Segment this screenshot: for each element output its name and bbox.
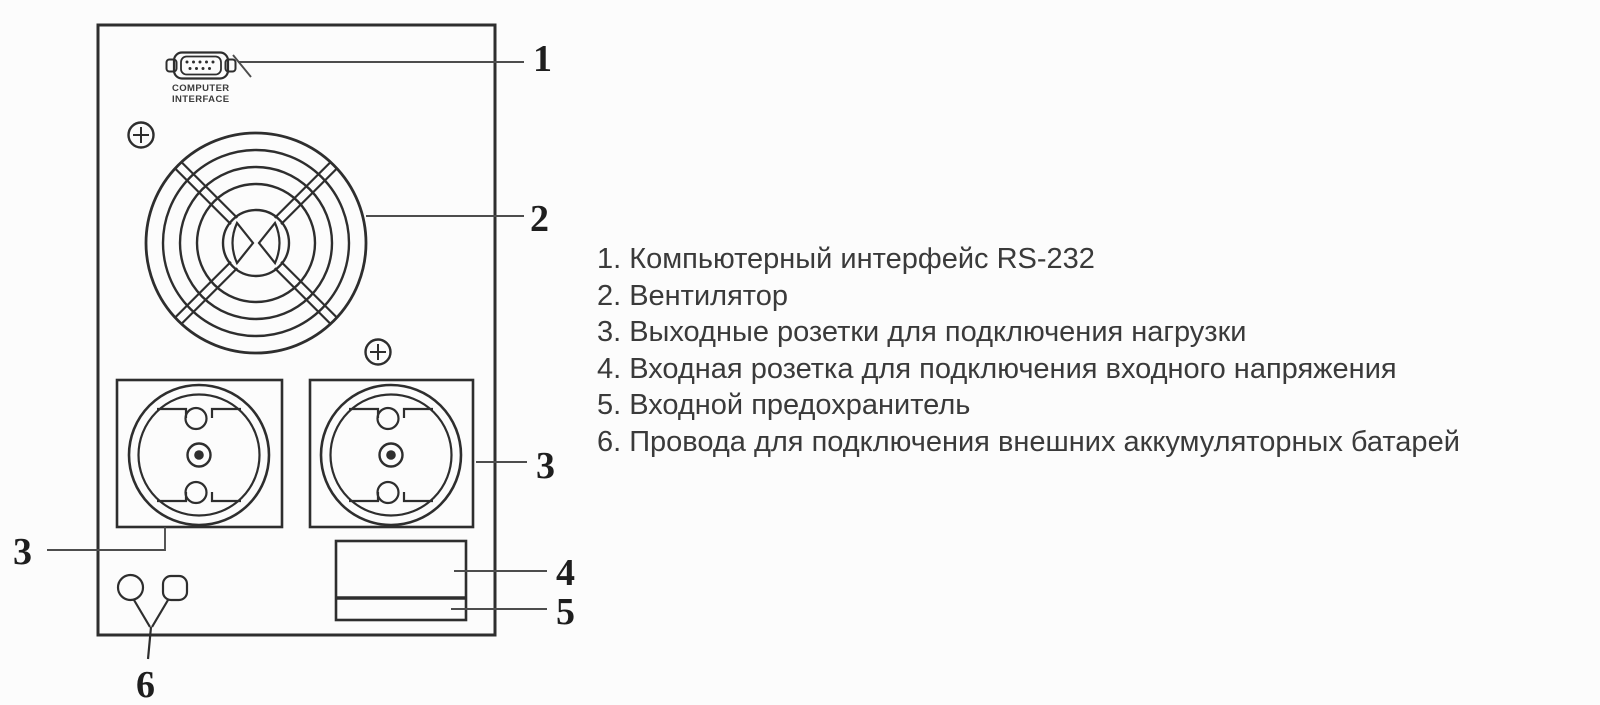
callout-number-3-left: 3 <box>13 531 32 573</box>
callout-number-3-right: 3 <box>536 445 555 487</box>
callout-tick-1 <box>232 54 252 78</box>
screw-icon-top <box>127 121 155 149</box>
legend-item-2: 2.Вентилятор <box>597 278 1460 315</box>
legend-item-4: 4.Входная розетка для подключения входно… <box>597 351 1460 388</box>
output-outlet-left <box>115 378 284 529</box>
panel-outline <box>96 23 497 637</box>
screw-icon-bottom <box>364 338 392 366</box>
legend-item-5-number: 5. <box>597 389 622 422</box>
legend-item-4-text: Входная розетка для подключения входного… <box>629 352 1397 385</box>
legend-item-1-text: Компьютерный интерфейс RS-232 <box>629 243 1095 275</box>
callout-number-4: 4 <box>556 552 575 594</box>
legend-item-5: 5.Входной предохранитель <box>597 387 1460 424</box>
output-outlet-right <box>308 378 475 529</box>
legend-item-5-text: Входной предохранитель <box>629 389 971 422</box>
legend-item-1-number: 1. <box>597 243 622 275</box>
callout-number-5: 5 <box>556 591 575 633</box>
computer-interface-label-line1: COMPUTER <box>172 83 230 94</box>
legend-item-3-text: Выходные розетки для подключения нагрузк… <box>629 316 1247 349</box>
rs232-pins <box>185 60 215 70</box>
callout-number-6: 6 <box>136 664 155 705</box>
legend-item-3-number: 3. <box>597 316 622 349</box>
callout-number-2: 2 <box>530 198 549 240</box>
panel-drawing: COMPUTER INTERFACE <box>13 23 575 705</box>
legend-item-4-number: 4. <box>597 352 622 385</box>
fan-hub <box>231 220 281 266</box>
callout-line-3-left <box>47 527 166 551</box>
legend-item-1: 1.Компьютерный интерфейс RS-232 <box>597 241 1460 278</box>
callout-number-1: 1 <box>533 38 552 80</box>
legend-item-2-number: 2. <box>597 279 622 312</box>
legend-item-6-text: Провода для подключения внешних аккумуля… <box>629 425 1460 458</box>
legend-list: 1.Компьютерный интерфейс RS-232 2.Вентил… <box>597 241 1460 461</box>
legend-item-6-number: 6. <box>597 425 622 458</box>
legend-item-6: 6.Провода для подключения внешних аккуму… <box>597 424 1460 461</box>
legend-item-2-text: Вентилятор <box>629 279 788 312</box>
fan-grille <box>144 131 368 355</box>
rs232-connector-icon <box>165 51 237 80</box>
fan-spokes <box>174 161 338 325</box>
legend-item-3: 3.Выходные розетки для подключения нагру… <box>597 314 1460 351</box>
battery-wires <box>116 573 189 660</box>
computer-interface-label-line2: INTERFACE <box>172 94 229 105</box>
input-socket <box>334 539 468 622</box>
